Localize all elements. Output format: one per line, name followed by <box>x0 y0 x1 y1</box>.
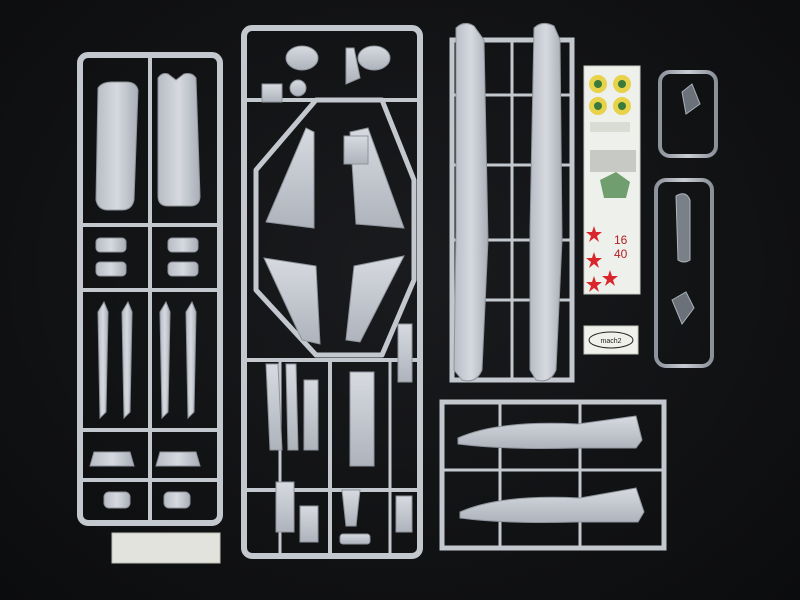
sprue-tank-parts <box>457 415 645 523</box>
clear-canopy-1 <box>681 83 701 115</box>
decal-number-b: 40 <box>614 247 628 261</box>
sprue-center-parts <box>261 45 413 545</box>
decal-sheet: 16 40 <box>583 65 641 295</box>
brand-card: mach2 <box>583 325 639 355</box>
clear-canopy-2 <box>675 193 691 263</box>
sprue-fuselage-parts <box>453 22 563 382</box>
sprue-frame-left <box>77 52 223 526</box>
clear-sprue-top <box>658 70 718 158</box>
clear-canopy-3 <box>671 291 695 325</box>
brand-card-text: mach2 <box>600 338 621 345</box>
sprue-frame-center <box>241 25 423 559</box>
sprue-left-parts <box>89 73 201 509</box>
decal-number-a: 16 <box>614 233 628 247</box>
acetate-strip <box>111 532 221 564</box>
